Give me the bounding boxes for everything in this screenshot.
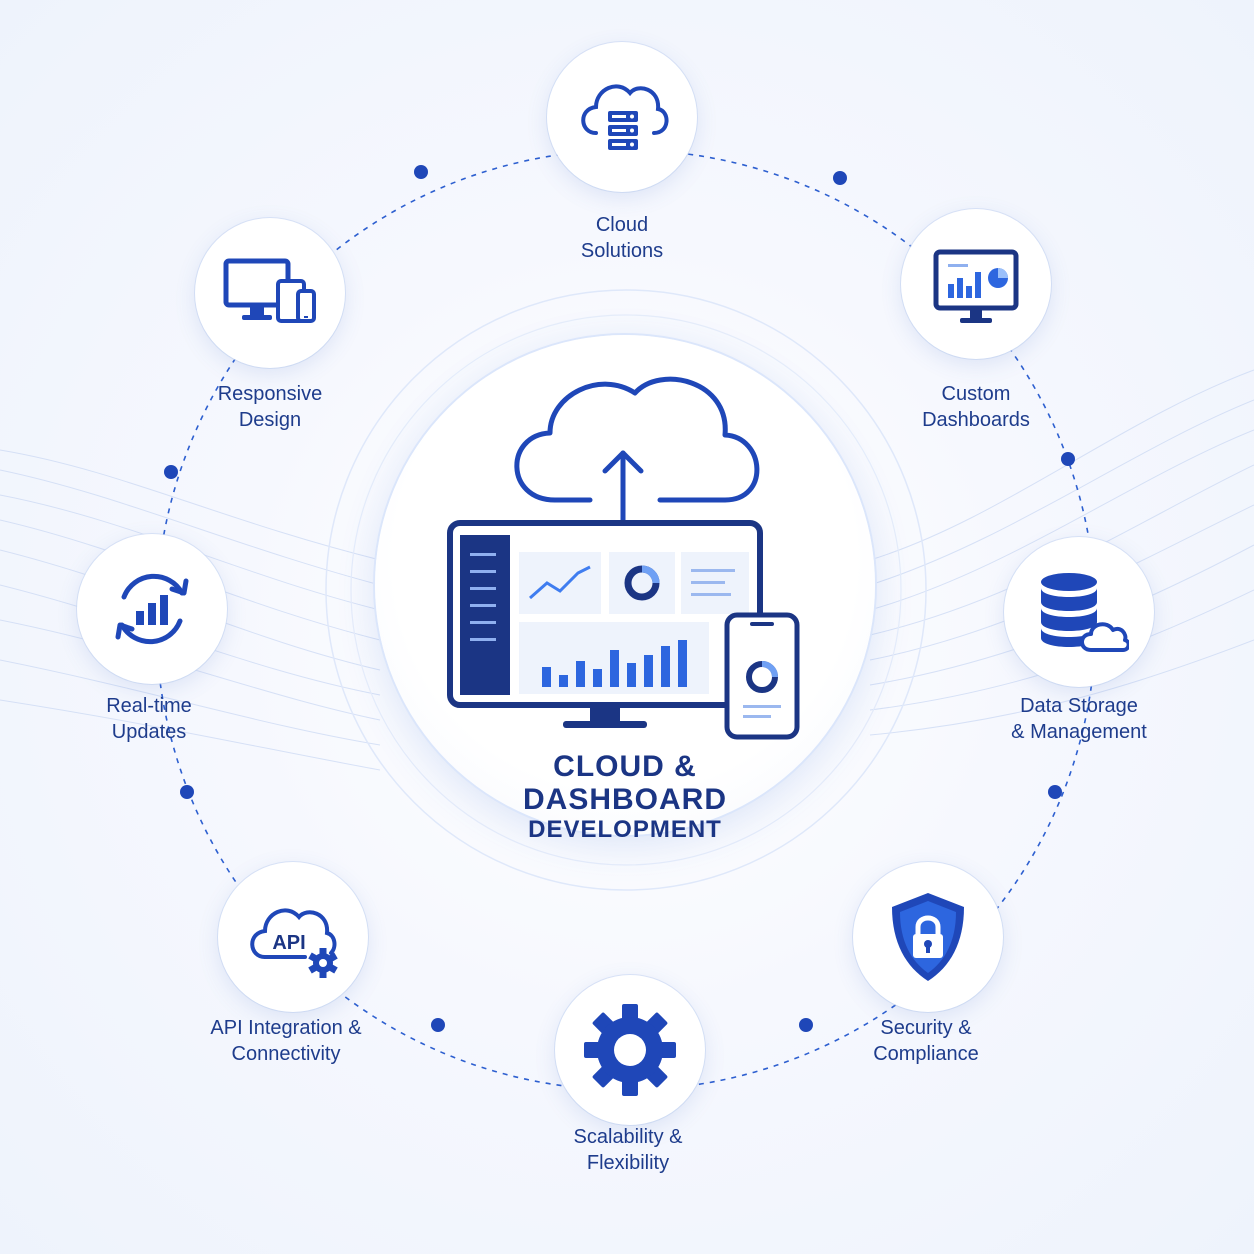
ring-dot (180, 785, 194, 799)
ring-dot (414, 165, 428, 179)
center-illustration (447, 376, 800, 740)
ring-dots (164, 165, 1075, 1032)
center-title-line2: DASHBOARD (523, 783, 727, 816)
label-line: Real-time (106, 695, 192, 717)
feature-label-scalability: Scalability & Flexibility (508, 1124, 748, 1176)
bar-chart-illustration (542, 640, 687, 687)
label-line: Cloud (595, 214, 649, 236)
responsive-devices-icon (223, 258, 316, 323)
halo-ring-1 (325, 289, 927, 891)
dashboard-monitor-icon (933, 249, 1019, 323)
label-line: Flexibility (586, 1152, 670, 1174)
label-line: Custom (941, 383, 1011, 405)
feature-label-custom-dashboards: Custom Dashboards (856, 381, 1096, 433)
feature-label-real-time-updates: Real-time Updates (29, 693, 269, 745)
center-title-line1: CLOUD & (553, 750, 697, 783)
label-line: Data Storage (1020, 695, 1138, 717)
api-cloud-gear-icon: API (250, 908, 338, 978)
database-cloud-icon (1041, 573, 1129, 652)
ring-dot (164, 465, 178, 479)
feature-node-api-integration: API (218, 862, 368, 1012)
label-line: Design (238, 409, 302, 431)
ring-dot (833, 171, 847, 185)
feature-label-cloud-solutions: Cloud Solutions (502, 212, 742, 264)
phone-illustration (724, 612, 800, 740)
feature-node-data-storage (1004, 537, 1154, 687)
cloud-server-icon (581, 84, 669, 150)
feature-label-data-storage: Data Storage & Management (959, 693, 1199, 745)
ring-dot (1061, 452, 1075, 466)
feature-node-custom-dashboards (901, 209, 1051, 359)
ring-dot (431, 1018, 445, 1032)
api-badge-text: API (272, 932, 305, 954)
label-line: Dashboards (922, 409, 1030, 431)
refresh-chart-icon (115, 573, 189, 645)
monitor-illustration (447, 520, 763, 728)
ring-dot (1048, 785, 1062, 799)
label-line: Security & (880, 1017, 972, 1039)
feature-label-api-integration: API Integration & Connectivity (166, 1015, 406, 1067)
feature-node-real-time-updates (77, 534, 227, 684)
feature-node-scalability (555, 975, 705, 1125)
feature-label-responsive-design: Responsive Design (150, 381, 390, 433)
label-line: & Management (1011, 721, 1147, 743)
upload-cloud-icon (514, 376, 760, 528)
halo-ring-2 (350, 314, 902, 866)
feature-node-cloud-solutions (547, 42, 697, 192)
feature-label-security-compliance: Security & Compliance (806, 1015, 1046, 1067)
label-line: Connectivity (231, 1043, 341, 1065)
label-line: Responsive (217, 383, 323, 405)
label-line: Compliance (873, 1043, 979, 1065)
center-title-line3: DEVELOPMENT (528, 816, 722, 843)
label-line: Solutions (580, 240, 664, 262)
label-line: Updates (111, 721, 187, 743)
feature-node-security-compliance (853, 862, 1003, 1012)
label-line: Scalability & (573, 1126, 683, 1148)
label-line: API Integration & (210, 1017, 362, 1039)
gear-icon (584, 1004, 676, 1096)
ring-dot (799, 1018, 813, 1032)
feature-node-responsive-design (195, 218, 345, 368)
shield-lock-icon (892, 893, 964, 981)
